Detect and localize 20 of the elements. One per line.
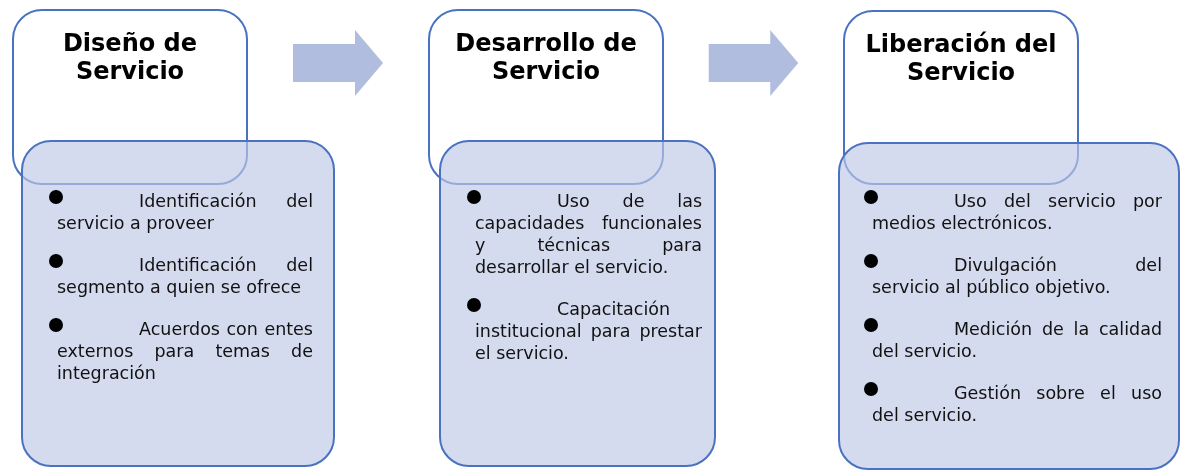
stage-title: Diseño de Servicio [61,29,199,85]
activity-box [838,142,1180,470]
stage-box [12,9,248,185]
activity-box [21,140,335,467]
bullet-text: Medición de la calidad del servicio. [872,318,1162,362]
bullet-text: Uso del servicio por medios electrónicos. [872,190,1162,234]
stage-box [843,10,1079,185]
bullet-text: Identificación del servicio a proveer [57,190,313,234]
bullet-text: Acuerdos con entes externos para temas de integración [57,318,313,384]
bullet-text: Capacitación institucional para prestar el servicio. [475,298,702,364]
activity-box [439,140,716,467]
block-arrow [293,30,383,96]
stage-title: Desarrollo de Servicio [454,29,638,85]
bullet-text: Divulgación del servicio al público objetivo. [872,254,1162,298]
stage-title: Liberación del Servicio [865,30,1057,86]
bullet-text: Uso de las capacidades funcionales y técnicas para desarrollar el servicio. [475,190,702,278]
block-arrow [708,30,799,96]
stage-box [428,9,664,185]
bullet-text: Gestión sobre el uso del servicio. [872,382,1162,426]
bullet-text: Identificación del segmento a quien se ofrece [57,254,313,298]
